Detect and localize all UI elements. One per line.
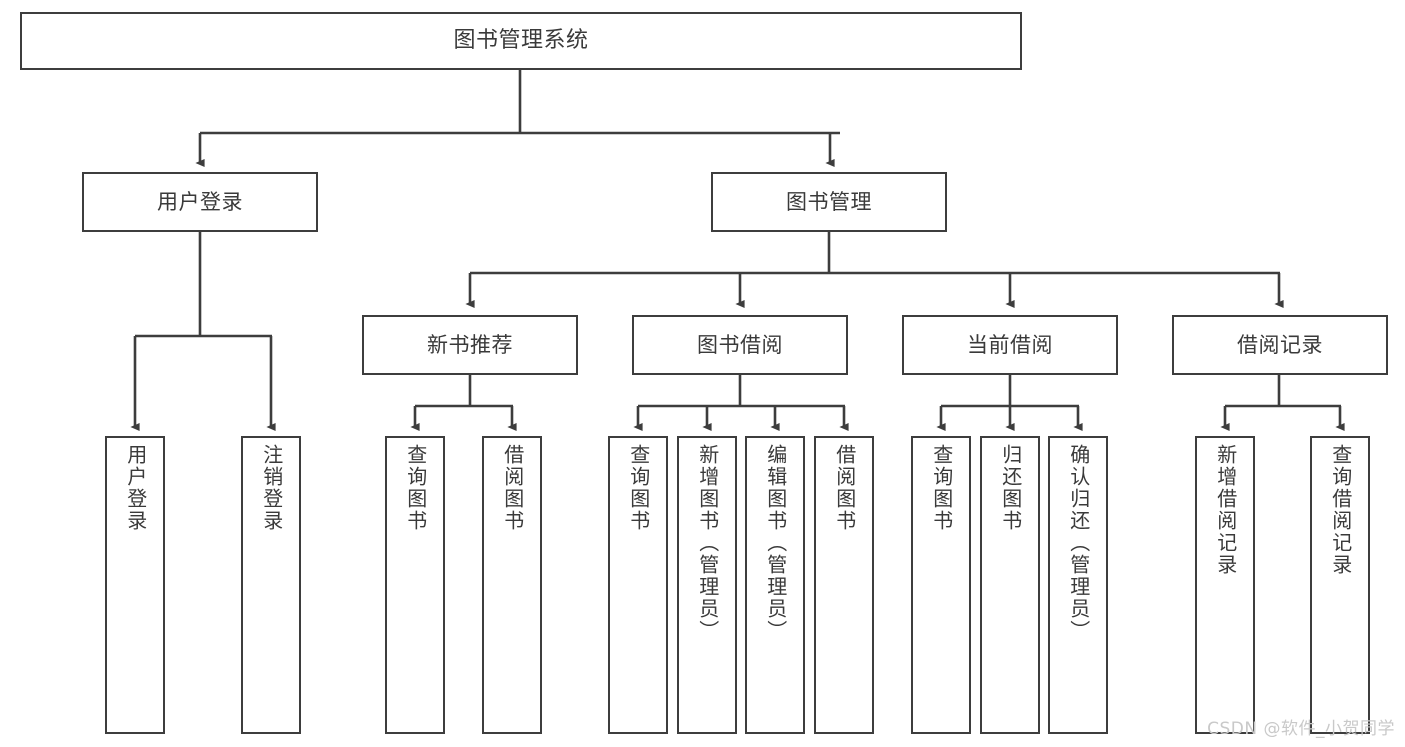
node-label: 查询图书	[403, 444, 428, 532]
node-book-borrow[interactable]: 图书借阅	[632, 315, 848, 375]
leaf-borrow-record-add[interactable]: 新增借阅记录	[1195, 436, 1255, 734]
node-label: 图书管理	[786, 189, 872, 214]
node-label: 编辑图书（管理员）	[763, 444, 788, 642]
leaf-new-book-query[interactable]: 查询图书	[385, 436, 445, 734]
node-label: 图书管理系统	[453, 28, 589, 54]
node-label: 查询图书	[929, 444, 954, 532]
node-label: 图书借阅	[697, 332, 783, 357]
leaf-book-borrow-edit[interactable]: 编辑图书（管理员）	[745, 436, 805, 734]
node-root-book-management-system[interactable]: 图书管理系统	[20, 12, 1022, 70]
node-label: 注销登录	[259, 444, 284, 532]
node-label: 确认归还（管理员）	[1066, 444, 1091, 642]
leaf-user-login-signout[interactable]: 注销登录	[241, 436, 301, 734]
node-label: 归还图书	[998, 444, 1023, 532]
leaf-user-login-signin[interactable]: 用户登录	[105, 436, 165, 734]
node-label: 查询图书	[626, 444, 651, 532]
leaf-book-borrow-borrow[interactable]: 借阅图书	[814, 436, 874, 734]
leaf-new-book-borrow[interactable]: 借阅图书	[482, 436, 542, 734]
leaf-current-borrow-return[interactable]: 归还图书	[980, 436, 1040, 734]
node-book-management[interactable]: 图书管理	[711, 172, 947, 232]
leaf-book-borrow-query[interactable]: 查询图书	[608, 436, 668, 734]
node-label: 用户登录	[123, 444, 148, 532]
node-label: 借阅图书	[500, 444, 525, 532]
leaf-current-borrow-confirm-return[interactable]: 确认归还（管理员）	[1048, 436, 1108, 734]
node-user-login[interactable]: 用户登录	[82, 172, 318, 232]
node-current-borrow[interactable]: 当前借阅	[902, 315, 1118, 375]
node-label: 用户登录	[157, 189, 243, 214]
node-label: 当前借阅	[967, 332, 1053, 357]
leaf-book-borrow-add[interactable]: 新增图书（管理员）	[677, 436, 737, 734]
node-label: 借阅记录	[1237, 332, 1323, 357]
node-label: 新书推荐	[427, 332, 513, 357]
node-label: 查询借阅记录	[1328, 444, 1353, 576]
node-new-book-recommend[interactable]: 新书推荐	[362, 315, 578, 375]
leaf-borrow-record-query[interactable]: 查询借阅记录	[1310, 436, 1370, 734]
node-label: 新增图书（管理员）	[695, 444, 720, 642]
node-label: 借阅图书	[832, 444, 857, 532]
leaf-current-borrow-query[interactable]: 查询图书	[911, 436, 971, 734]
node-label: 新增借阅记录	[1213, 444, 1238, 576]
watermark-text: CSDN @软件_小贺同学	[1207, 719, 1395, 739]
node-borrow-record[interactable]: 借阅记录	[1172, 315, 1388, 375]
